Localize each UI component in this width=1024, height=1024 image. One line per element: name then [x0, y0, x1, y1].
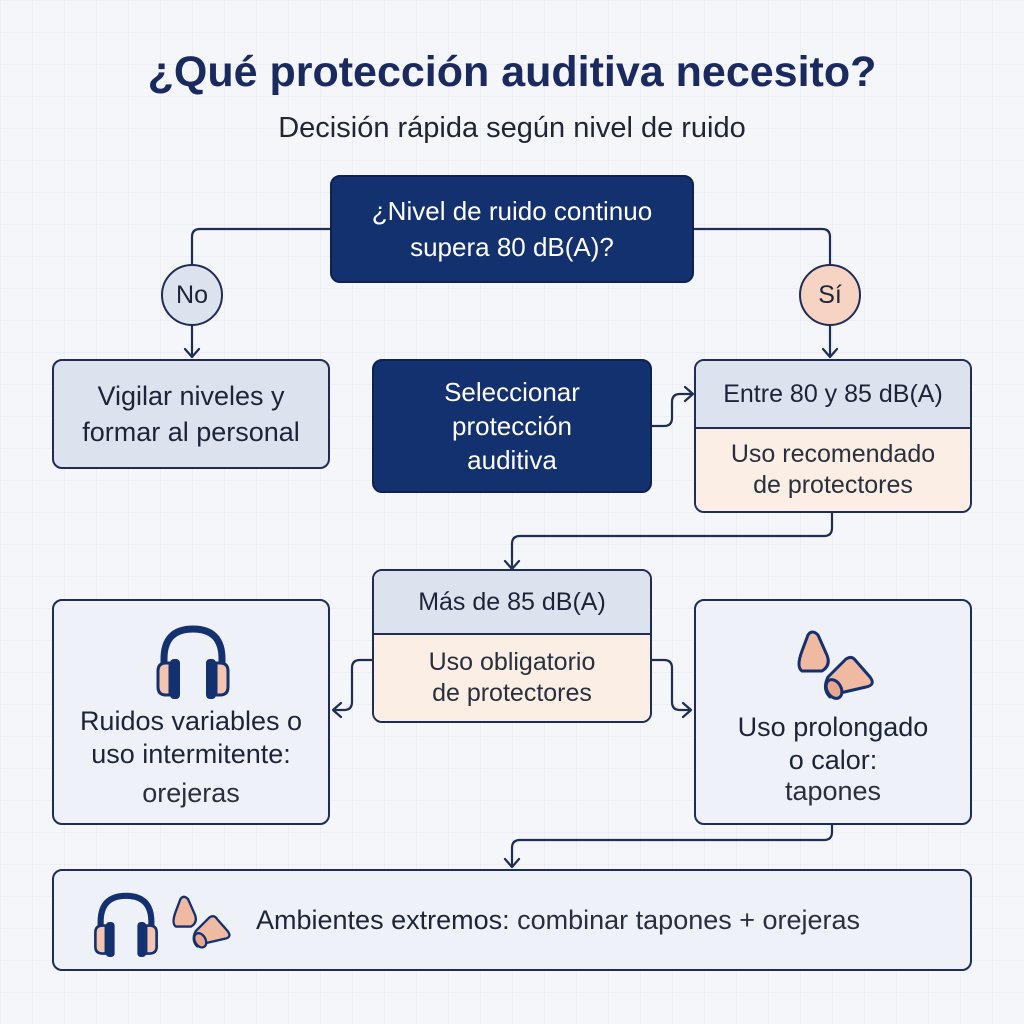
- connector-over85-earplugs: [650, 658, 692, 712]
- over-85-body: Uso obligatorio de protectores: [374, 635, 650, 721]
- select-protection-box: Seleccionar protección auditiva: [372, 359, 652, 493]
- connector-over85-earmuffs: [332, 658, 374, 712]
- no-action-text: Vigilar niveles y formar al personal: [82, 381, 300, 447]
- connector-select-range: [650, 392, 694, 428]
- page-title: ¿Qué protección auditiva necesito?: [147, 48, 877, 96]
- over-85-box: Más de 85 dB(A) Uso obligatorio de prote…: [372, 569, 652, 723]
- range-80-85-body: Uso recomendado de protectores: [696, 429, 970, 511]
- extreme-earplugs-icon: [172, 895, 231, 949]
- question-box: ¿Nivel de ruido continuo supera 80 dB(A)…: [330, 175, 694, 283]
- branch-yes-circle: Sí: [799, 264, 861, 326]
- branch-no-label: No: [176, 280, 208, 309]
- question-text: ¿Nivel de ruido continuo supera 80 dB(A)…: [371, 196, 653, 262]
- earmuffs-text-bold: Ruidos variables o uso intermitente:: [79, 706, 303, 769]
- extreme-banner: Ambientes extremos: combinar tapones + o…: [52, 869, 972, 971]
- branch-yes-label: Sí: [818, 280, 842, 309]
- earplugs-card: Uso prolongado o calor: tapones: [694, 599, 972, 825]
- extreme-text: Ambientes extremos: combinar tapones + o…: [256, 871, 860, 969]
- connector-earplugs-extreme: [510, 822, 834, 868]
- connector-question-no: [190, 227, 332, 266]
- earmuffs-text-normal: orejeras: [142, 778, 240, 808]
- range-80-85-header: Entre 80 y 85 dB(A): [696, 361, 970, 429]
- connector-question-yes: [692, 227, 832, 266]
- range-80-85-box: Entre 80 y 85 dB(A) Uso recomendado de p…: [694, 359, 972, 513]
- earmuffs-card: Ruidos variables o uso intermitente: ore…: [52, 599, 330, 825]
- earplugs-text-normal: tapones: [784, 776, 882, 806]
- earplugs-icon: [797, 630, 874, 700]
- earplugs-text-bold: Uso prolongado o calor:: [737, 712, 929, 775]
- select-protection-text: Seleccionar protección auditiva: [444, 377, 580, 475]
- connector-range-over85: [510, 510, 834, 570]
- no-action-box: Vigilar niveles y formar al personal: [52, 359, 330, 469]
- branch-no-circle: No: [161, 264, 223, 326]
- page-subtitle: Decisión rápida según nivel de ruido: [278, 112, 746, 144]
- extreme-text-bold: Ambientes extremos:: [256, 904, 510, 935]
- extreme-earmuffs-icon: [94, 892, 158, 957]
- extreme-text-normal: combinar tapones + orejeras: [509, 904, 861, 935]
- earmuffs-icon: [156, 625, 230, 699]
- over-85-header: Más de 85 dB(A): [374, 571, 650, 635]
